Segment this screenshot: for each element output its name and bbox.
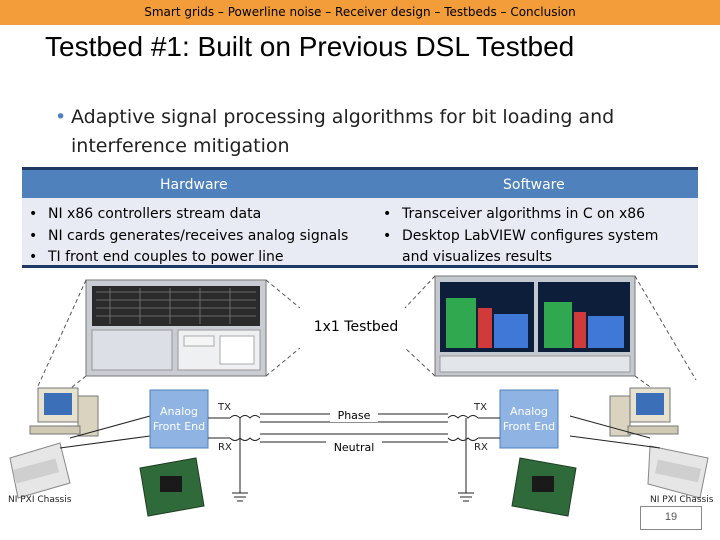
phase-label: Phase [338, 409, 371, 422]
rx-label-right: RX [474, 442, 488, 453]
hardware-column: •NI x86 controllers stream data •NI card… [22, 204, 348, 269]
header-software: Software [503, 177, 565, 193]
breadcrumb: Smart grids – Powerline noise – Receiver… [144, 5, 576, 19]
header-hardware: Hardware [160, 177, 228, 193]
labview-screenshot-left [85, 279, 267, 377]
list-item: •NI x86 controllers stream data [29, 206, 262, 222]
sub-bullet: • Adaptive signal processing algorithms … [55, 103, 695, 161]
tx-label-left: TX [217, 402, 231, 413]
center-label: 1x1 Testbed [314, 319, 399, 335]
table-header: Hardware Software [22, 167, 698, 198]
pxi-chassis-right [647, 445, 709, 499]
computer-icon-right [609, 387, 679, 437]
svg-text:Analog: Analog [510, 405, 548, 418]
chassis-label-left: NI PXI Chassis [8, 495, 72, 505]
list-item: •NI cards generates/receives analog sign… [29, 227, 349, 244]
sub-bullet-text: Adaptive signal processing algorithms fo… [71, 106, 615, 157]
neutral-label: Neutral [334, 441, 375, 454]
software-column: •Transceiver algorithms in C on x86 •Des… [376, 204, 658, 269]
pxi-chassis-left [9, 442, 71, 499]
analog-front-end-left: Analog Front End [149, 389, 209, 449]
slide-title: Testbed #1: Built on Previous DSL Testbe… [45, 31, 575, 62]
rx-label-left: RX [218, 442, 232, 453]
breadcrumb-bar: Smart grids – Powerline noise – Receiver… [0, 0, 720, 25]
testbed-diagram: 1x1 Testbed NI PXI Chassis NI PXI Chassi… [8, 275, 714, 517]
svg-text:Front End: Front End [153, 420, 205, 433]
circuit-board-left [139, 457, 205, 517]
svg-text:Analog: Analog [160, 405, 198, 418]
chassis-label-right: NI PXI Chassis [650, 495, 714, 505]
hardware-software-table: Hardware Software •NI x86 controllers st… [22, 167, 698, 268]
list-item: •Desktop LabVIEW configures system [383, 227, 659, 244]
list-item: •Transceiver algorithms in C on x86 [383, 206, 646, 222]
list-item: •TI front end couples to power line [29, 249, 284, 265]
bullet-dot: • [55, 106, 67, 128]
labview-screenshot-right [434, 275, 636, 377]
tx-label-right: TX [473, 402, 487, 413]
list-item: and visualizes results [402, 249, 553, 265]
powerline-wiring [208, 415, 500, 502]
circuit-board-right [511, 457, 577, 517]
computer-icon-left [29, 387, 99, 437]
analog-front-end-right: Analog Front End [499, 389, 559, 449]
page-number: 19 [640, 506, 702, 530]
svg-text:Front End: Front End [503, 420, 555, 433]
table-body: •NI x86 controllers stream data •NI card… [22, 198, 698, 268]
